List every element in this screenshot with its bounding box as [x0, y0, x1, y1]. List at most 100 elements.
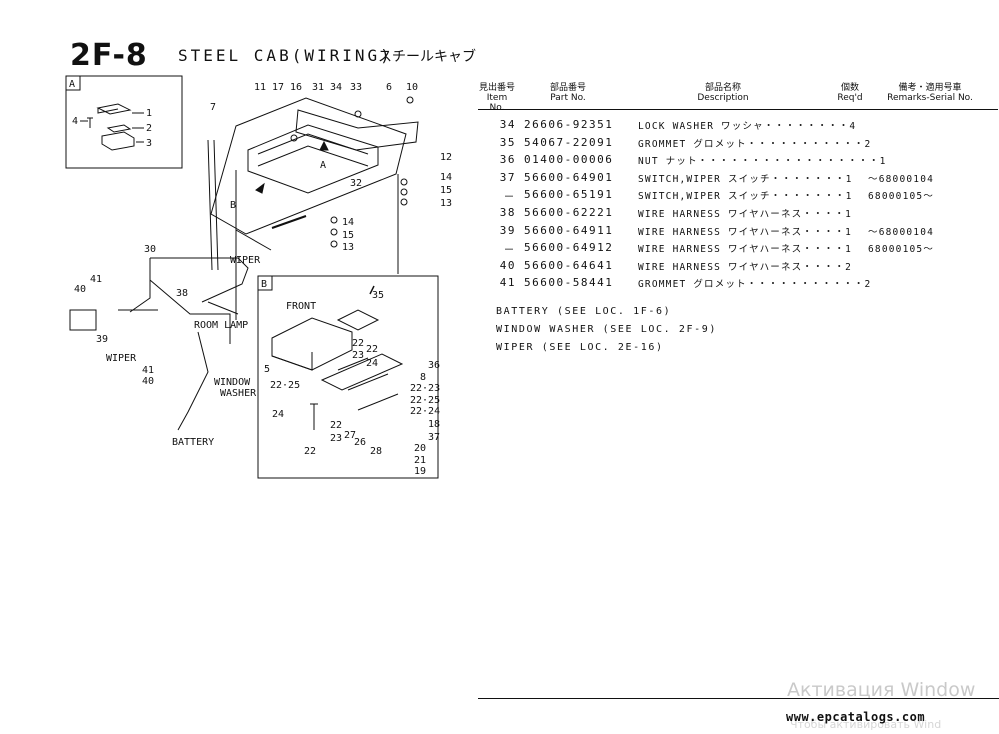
battery-label: BATTERY: [172, 437, 214, 448]
row-remarks: ～68000104: [868, 173, 935, 185]
svg-text:22: 22: [330, 420, 342, 431]
inset-a-tag: [65, 75, 81, 91]
row-remarks: ～68000104: [868, 226, 935, 238]
svg-text:3: 3: [146, 138, 152, 149]
row-part-no: 56600-65191: [524, 188, 614, 202]
header-item: 見出番号 Item No.: [478, 83, 515, 113]
svg-text:22: 22: [352, 338, 364, 349]
row-item-no: 35: [499, 135, 516, 149]
svg-text:14: 14: [342, 217, 354, 228]
svg-text:30: 30: [144, 244, 156, 255]
header-remarks: 備考・適用号車 Remarks-Serial No.: [887, 83, 973, 103]
svg-text:4: 4: [72, 116, 78, 127]
svg-text:27: 27: [344, 430, 356, 441]
svg-text:21: 21: [414, 455, 426, 466]
svg-text:39: 39: [96, 334, 108, 345]
row-part-no: 56600-64901: [524, 170, 614, 184]
row-description: WIRE HARNESS ワイヤハーネス・・・・2: [638, 261, 853, 273]
header-reqd: 個数 Req'd: [837, 83, 863, 103]
exploded-parts-diagram: A 1 2 3 4 7 11 17 16 31 34 33 6 10 12 14…: [65, 75, 452, 479]
harness-battery-lead: [177, 331, 209, 431]
roof-console: [295, 109, 419, 151]
row-description: GROMMET グロメット・・・・・・・・・・・2: [638, 138, 872, 150]
svg-text:40: 40: [142, 376, 154, 387]
inset-a-label: A: [69, 79, 75, 90]
window-washer-label: WINDOW: [214, 377, 251, 388]
svg-text:19: 19: [414, 466, 426, 477]
inset-b-frame: [257, 275, 439, 479]
row-description: LOCK WASHER ワッシャ・・・・・・・・4: [638, 121, 857, 132]
svg-text:36: 36: [428, 360, 440, 371]
footer-url[interactable]: www.epcatalogs.com: [786, 710, 926, 724]
callout-a: A: [320, 160, 326, 171]
svg-text:13: 13: [440, 198, 452, 209]
row-part-no: 56600-58441: [524, 276, 614, 290]
svg-text:20: 20: [414, 443, 426, 454]
svg-text:WASHER: WASHER: [220, 388, 257, 399]
svg-text:14: 14: [440, 172, 452, 183]
switch-assembly: [337, 357, 399, 411]
header-description: 部品名称 Description: [697, 83, 749, 103]
inset-b-label: B: [261, 279, 267, 290]
row-description: NUT ナット・・・・・・・・・・・・・・・・・1: [638, 156, 887, 168]
svg-text:15: 15: [440, 185, 452, 196]
part-4-screw: [87, 117, 93, 128]
activation-watermark: Активация Window: [787, 679, 976, 701]
svg-text:7: 7: [210, 102, 216, 113]
parts-table: 見出番号 Item No. 部品番号 Part No. 部品名称 Descrip…: [478, 83, 998, 292]
inset-b-tag: [257, 275, 273, 291]
arrow-a: [319, 140, 329, 151]
svg-text:22·25: 22·25: [270, 380, 300, 391]
row-description: SWITCH,WIPER スイッチ・・・・・・・1: [638, 173, 853, 185]
header-part: 部品番号 Part No.: [549, 83, 586, 103]
page-title-japanese: スチールキャブ: [378, 49, 476, 65]
inset-a-frame: [65, 75, 183, 169]
row-part-no: 54067-22091: [524, 135, 614, 149]
row-part-no: 56600-62221: [524, 205, 614, 219]
row-description: WIRE HARNESS ワイヤハーネス・・・・1: [638, 226, 853, 238]
row-item-no: 34: [499, 118, 516, 131]
table-row: 36 01400-00006 NUT ナット・・・・・・・・・・・・・・・・・1: [478, 151, 998, 169]
row-part-no: 01400-00006: [524, 153, 614, 167]
front-label: FRONT: [286, 301, 316, 312]
row-item-no: 36: [499, 153, 516, 167]
row-item-no: 37: [499, 170, 516, 184]
row-part-no: 56600-64911: [524, 223, 614, 237]
svg-text:5: 5: [264, 364, 270, 375]
svg-text:24: 24: [366, 358, 378, 369]
row-description: WIRE HARNESS ワイヤハーネス・・・・1: [638, 244, 853, 256]
activation-watermark-sub: Чтобы активировать Wind: [790, 718, 942, 731]
wiper-label-2: WIPER: [106, 353, 137, 364]
part-7-rod: [207, 139, 219, 271]
table-row: 37 56600-64901 SWITCH,WIPER スイッチ・・・・・・・1 ～6…: [478, 169, 998, 187]
svg-text:15: 15: [342, 230, 354, 241]
row-item-no: 39: [499, 223, 516, 237]
svg-text:22·25: 22·25: [410, 395, 440, 406]
svg-text:22·24: 22·24: [410, 406, 440, 417]
svg-text:11: 11: [254, 82, 266, 93]
svg-text:22·23: 22·23: [410, 383, 440, 394]
footer-divider: [478, 698, 999, 699]
svg-text:24: 24: [272, 409, 284, 420]
row-remarks: 68000105～: [868, 244, 935, 256]
room-lamp-label: ROOM LAMP: [194, 320, 248, 331]
roof-tray: [247, 124, 379, 194]
svg-text:23: 23: [352, 350, 364, 361]
part-2-plate: [106, 124, 132, 133]
svg-text:2: 2: [146, 123, 152, 134]
table-row: 35 54067-22091 GROMMET グロメット・・・・・・・・・・・2: [478, 134, 998, 152]
svg-text:17: 17: [272, 82, 284, 93]
part-40-connector: [69, 309, 97, 331]
svg-text:6: 6: [386, 82, 392, 93]
part-24-bolt: [310, 403, 318, 430]
svg-text:41: 41: [90, 274, 102, 285]
table-row: 39 56600-64911 WIRE HARNESS ワイヤハーネス・・・・1 ～6…: [478, 222, 998, 240]
svg-text:12: 12: [440, 152, 452, 163]
svg-text:1: 1: [146, 108, 152, 119]
note-window-washer: WINDOW WASHER (SEE LOC. 2F-9): [496, 324, 717, 335]
svg-text:18: 18: [428, 419, 440, 430]
